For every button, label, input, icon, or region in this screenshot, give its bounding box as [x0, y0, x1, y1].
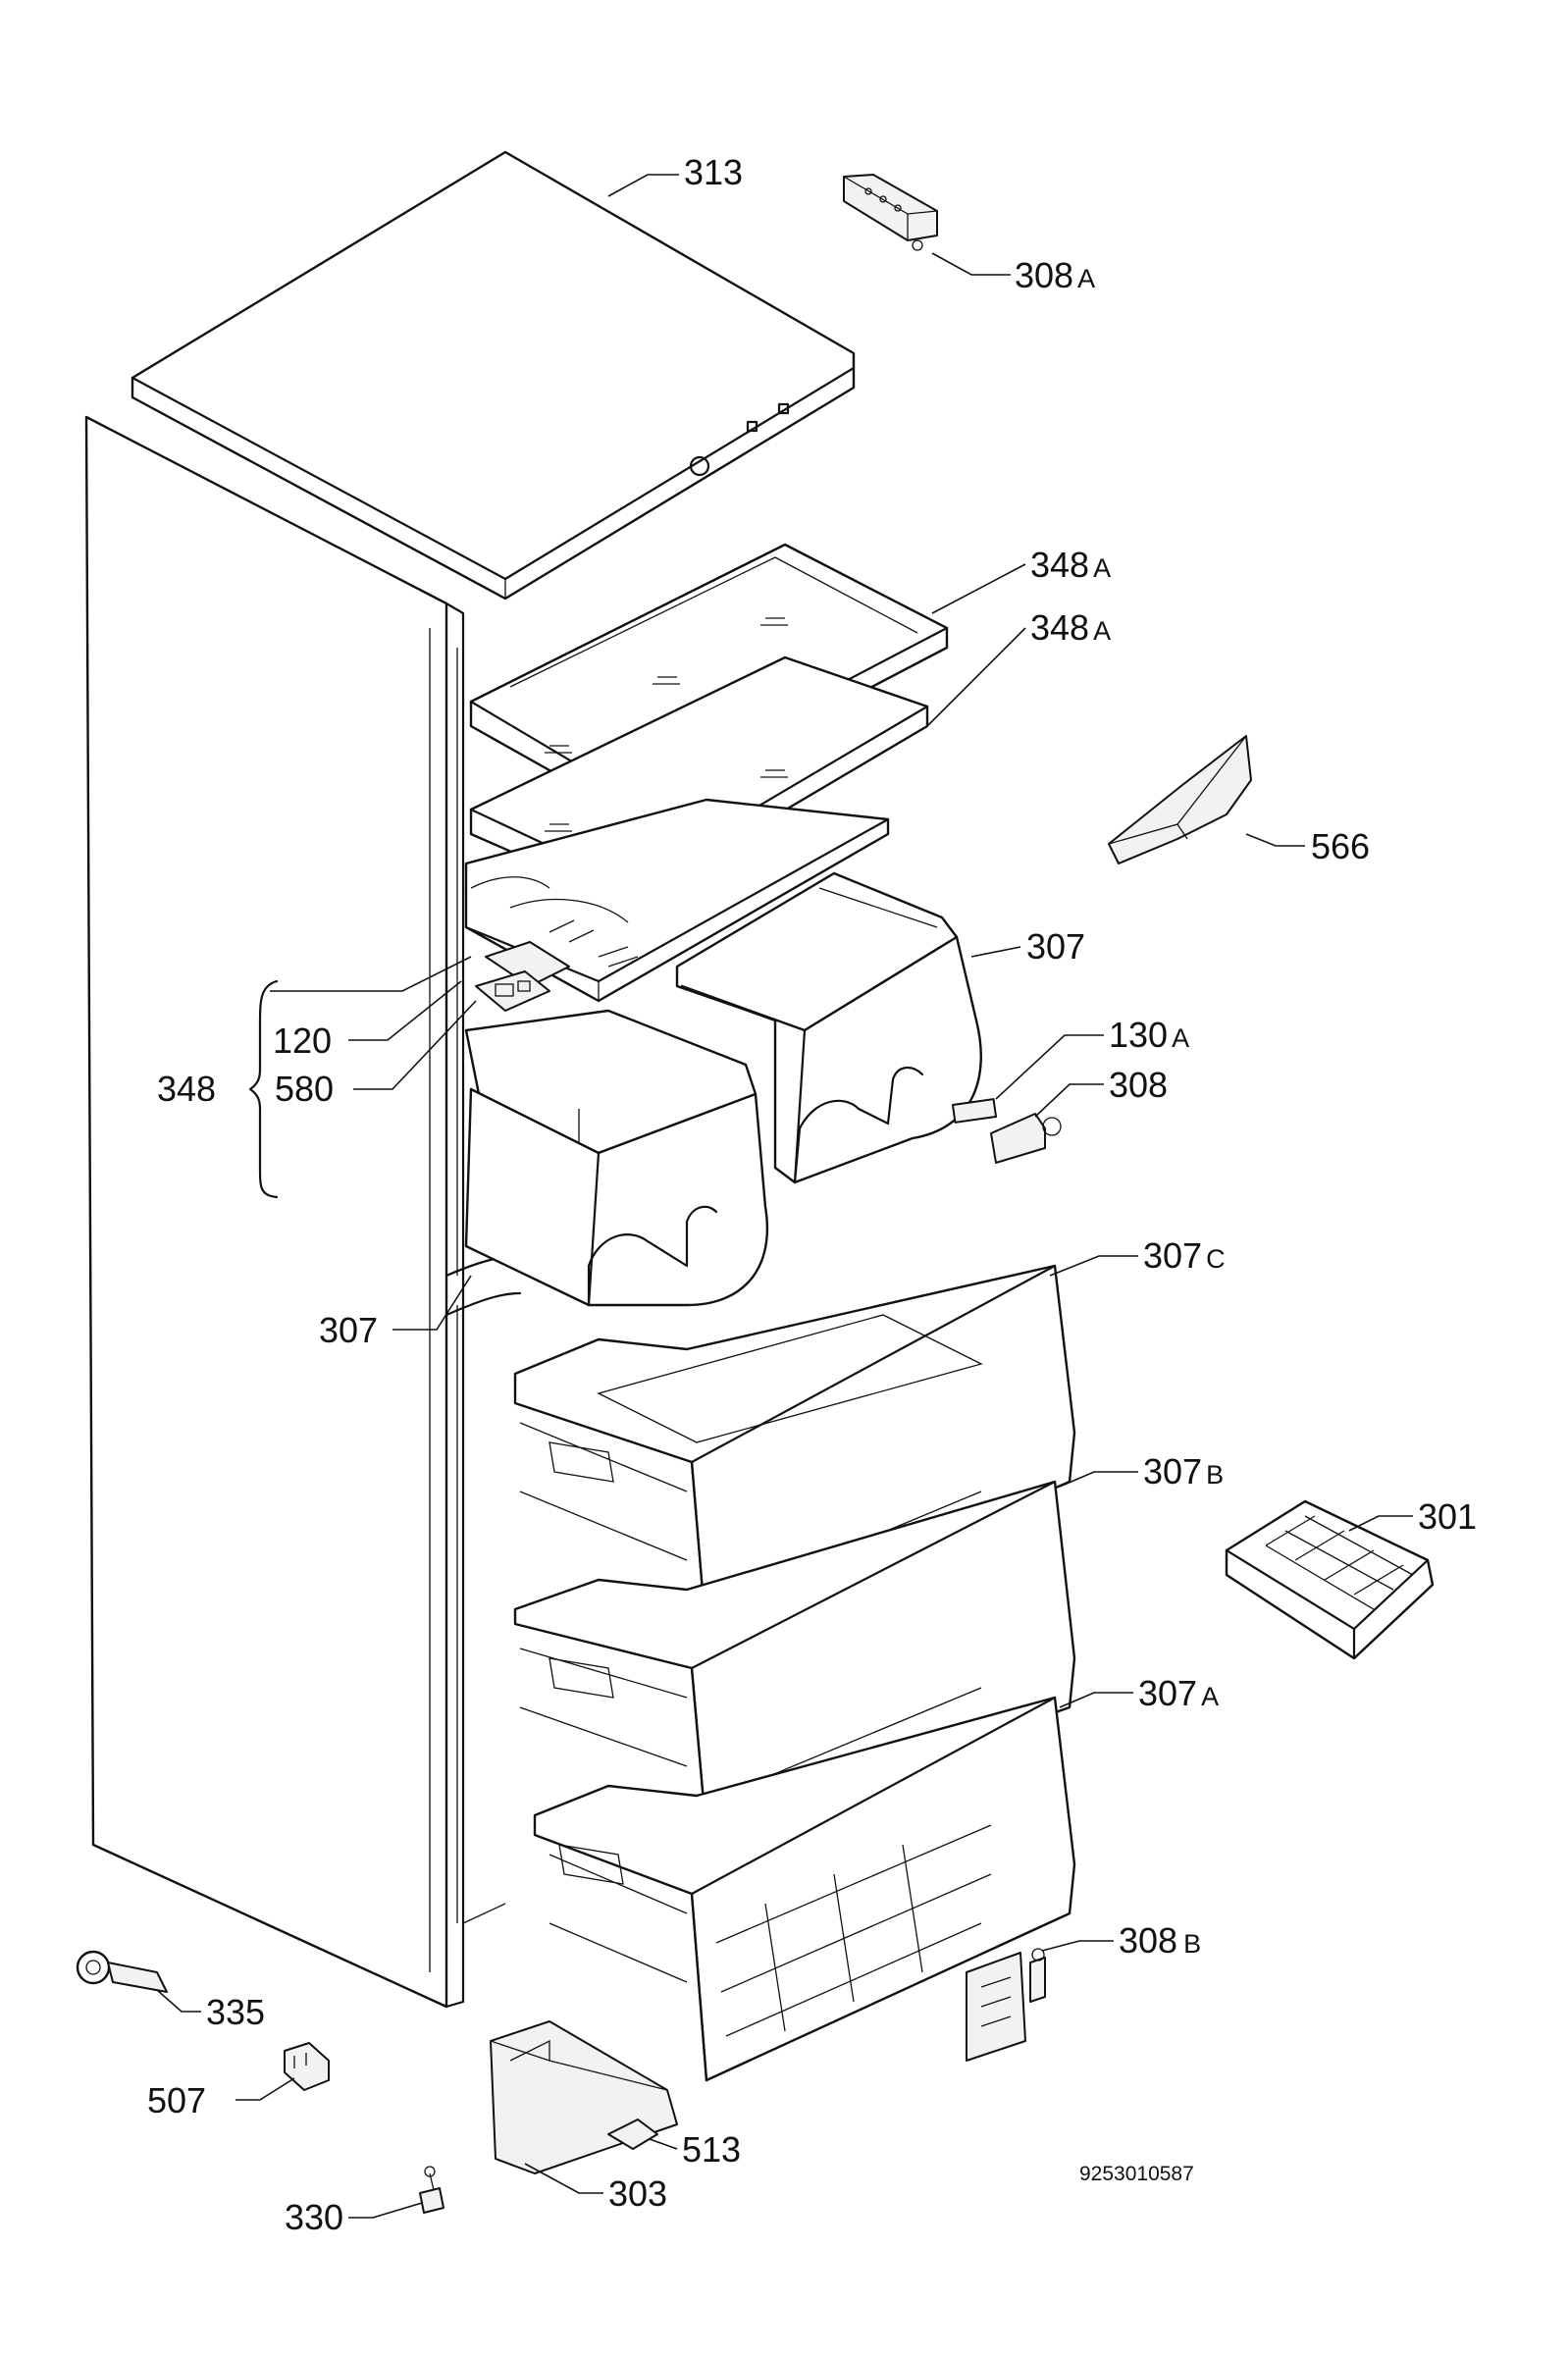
top-hinge-part: [843, 174, 938, 251]
callout-566: 566: [1311, 826, 1370, 866]
hinge-pin-parts: [951, 1098, 1062, 1164]
callout-308: 308: [1109, 1065, 1168, 1105]
callout-303: 303: [608, 2173, 667, 2214]
callout-330: 330: [285, 2197, 343, 2237]
door-stop-part: [284, 2042, 330, 2091]
document-number: 9253010587: [1079, 2163, 1194, 2185]
group-bracket: [248, 979, 279, 1199]
shelf-clip-part: [1108, 735, 1252, 864]
callout-507: 507: [147, 2080, 206, 2120]
callout-348: 348: [157, 1069, 216, 1109]
callout-513: 513: [682, 2129, 741, 2170]
bottom-hinge-part: [966, 1948, 1046, 2062]
freezer-basket-bottom: [533, 1696, 1076, 2082]
cabinet-body: [84, 415, 522, 2009]
callout-307-right: 307: [1026, 926, 1085, 967]
screw-part: [419, 2166, 444, 2214]
callout-120: 120: [273, 1020, 332, 1061]
evaporator-plate: [464, 798, 890, 1003]
freezer-drawer-left: [464, 1009, 769, 1307]
callout-301: 301: [1418, 1496, 1477, 1537]
kickplate-part: [490, 2020, 678, 2174]
top-cover: [131, 150, 856, 601]
callout-580: 580: [275, 1069, 334, 1109]
callout-335: 335: [206, 1992, 265, 2032]
thermostat-parts: [475, 941, 570, 1012]
leveling-foot-part: [76, 1950, 168, 1993]
ice-tray-part: [1225, 1499, 1435, 1660]
leader-lines: [156, 174, 1413, 2219]
callout-307-left: 307: [319, 1310, 378, 1350]
callout-313: 313: [684, 152, 743, 192]
foot-cap-part: [607, 2119, 658, 2150]
